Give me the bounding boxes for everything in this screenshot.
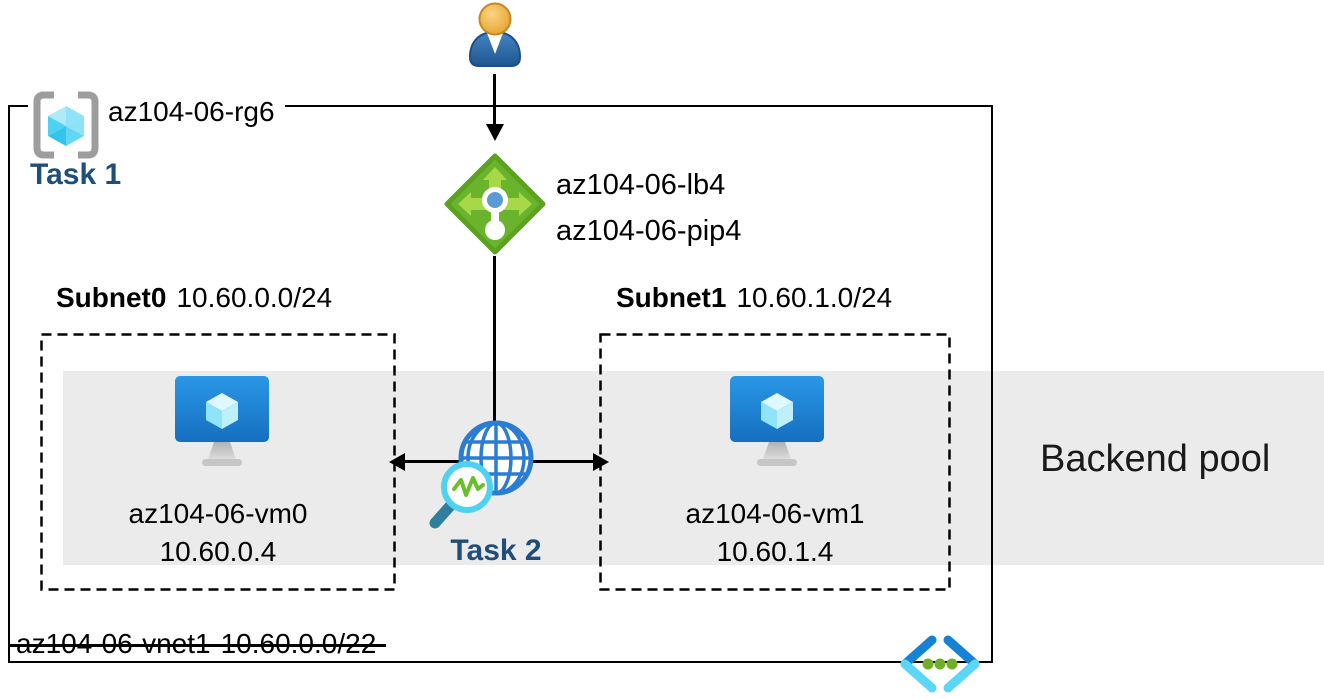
subnet1-label: Subnet1 10.60.1.0/24 (616, 282, 892, 314)
vm1-name: az104-06-vm1 (685, 498, 865, 529)
task1-label: Task 1 (30, 158, 122, 191)
public-ip-name: az104-06-pip4 (556, 215, 742, 247)
vm1-label: az104-06-vm1 10.60.1.4 (625, 495, 925, 571)
subnet0-name: Subnet0 (56, 282, 167, 313)
vm0-label: az104-06-vm0 10.60.0.4 (68, 495, 368, 571)
resource-group-box (8, 105, 993, 663)
network-watcher-icon (429, 420, 534, 529)
vm0-ip: 10.60.0.4 (159, 536, 277, 567)
virtual-network-icon (900, 635, 980, 693)
subnet1-cidr: 10.60.1.0/24 (736, 282, 893, 313)
load-balancer-name: az104-06-lb4 (556, 169, 726, 201)
vnet-cidr: 10.60.0.0/22 (220, 628, 377, 659)
user-arrow-line (493, 74, 496, 126)
person-icon (468, 2, 522, 67)
resource-group-icon (28, 90, 104, 160)
backend-pool-band (63, 371, 1324, 565)
lb-to-watcher-line (493, 256, 496, 466)
arrowhead-down-icon (486, 124, 504, 141)
arrowhead-left-icon (389, 453, 405, 471)
vm0-name: az104-06-vm0 (128, 498, 308, 529)
vnet-label: az104-06-vnet1 10.60.0.0/22 (16, 628, 376, 660)
load-balancer-icon (444, 153, 546, 255)
vm1-ip: 10.60.1.4 (716, 536, 834, 567)
vm1-icon (730, 376, 824, 466)
subnet1-dashed-box (599, 333, 951, 591)
resource-group-label: az104-06-rg6 (104, 94, 285, 130)
vnet-name: az104-06-vnet1 (16, 628, 211, 659)
subnet0-dashed-box (40, 333, 396, 591)
backend-pool-label: Backend pool (1040, 438, 1271, 480)
subnet1-name: Subnet1 (616, 282, 727, 313)
vnet-boundary-line (9, 644, 386, 647)
subnet0-cidr: 10.60.0.0/24 (176, 282, 333, 313)
subnet0-label: Subnet0 10.60.0.0/24 (56, 282, 332, 314)
task2-label: Task 2 (450, 534, 542, 567)
vm0-icon (175, 376, 269, 466)
load-balancer-labels: az104-06-lb4 az104-06-pip4 (556, 162, 741, 254)
